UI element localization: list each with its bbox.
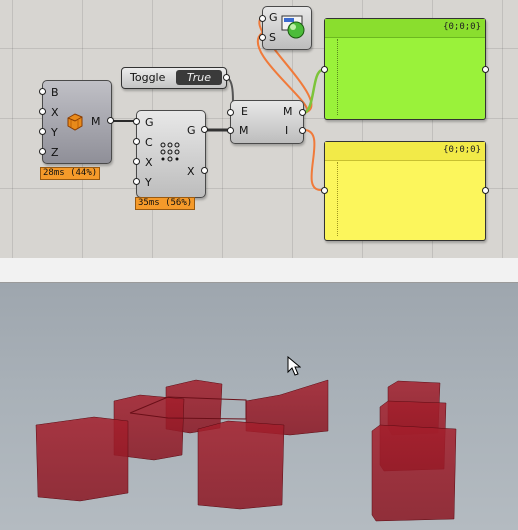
input-port-g[interactable] bbox=[133, 118, 140, 125]
populate-component[interactable]: G C X Y G X bbox=[133, 110, 208, 198]
preview-sphere-icon bbox=[281, 15, 305, 39]
toggle-value[interactable]: True bbox=[176, 70, 222, 85]
box-timing-badge: 28ms (44%) bbox=[40, 167, 101, 180]
output-port-x[interactable] bbox=[201, 167, 208, 174]
input-label-s: S bbox=[269, 31, 276, 44]
box-component[interactable]: B X Y Z M bbox=[39, 80, 114, 164]
input-label-c: C bbox=[145, 136, 153, 149]
input-label-m: M bbox=[239, 124, 249, 137]
boxes-scene bbox=[35, 379, 457, 522]
mouse-pointer-icon bbox=[287, 356, 301, 376]
output-port-i[interactable] bbox=[299, 127, 306, 134]
panel-top-header: {0;0;0} bbox=[443, 22, 481, 32]
panel-bottom-input-port[interactable] bbox=[321, 187, 328, 194]
wire-preview-s bbox=[258, 15, 313, 114]
input-port-y[interactable] bbox=[133, 178, 140, 185]
wire-cull-to-panel-bottom bbox=[303, 129, 323, 192]
input-port-x[interactable] bbox=[133, 158, 140, 165]
input-port-g[interactable] bbox=[259, 15, 266, 22]
input-port-b[interactable] bbox=[39, 88, 46, 95]
red-box bbox=[197, 420, 285, 510]
output-port-m[interactable] bbox=[107, 117, 114, 124]
input-port-c[interactable] bbox=[133, 138, 140, 145]
output-port-g[interactable] bbox=[201, 126, 208, 133]
wire-cull-to-panel-top bbox=[303, 68, 323, 115]
populate-dots-icon bbox=[160, 142, 180, 162]
output-label-x: X bbox=[187, 165, 195, 178]
input-port-e[interactable] bbox=[227, 109, 234, 116]
panel-bottom-output-port[interactable] bbox=[482, 187, 489, 194]
input-label-y: Y bbox=[51, 126, 58, 139]
input-label-g: G bbox=[269, 11, 278, 24]
box-icon bbox=[67, 113, 83, 131]
separator bbox=[0, 258, 518, 283]
red-box bbox=[35, 416, 129, 502]
panel-bottom[interactable]: {0;0;0} bbox=[321, 141, 489, 241]
boolean-toggle[interactable]: Toggle True bbox=[121, 67, 230, 89]
box-group-right bbox=[371, 380, 457, 522]
grasshopper-canvas[interactable]: B X Y Z M 28ms (44%) Toggle True G C X Y… bbox=[0, 0, 518, 258]
output-label-i: I bbox=[285, 124, 289, 137]
input-port-z[interactable] bbox=[39, 148, 46, 155]
panel-bottom-header: {0;0;0} bbox=[443, 145, 481, 155]
toggle-output-port[interactable] bbox=[223, 74, 230, 81]
wires bbox=[111, 15, 323, 192]
panel-top-output-port[interactable] bbox=[482, 66, 489, 73]
output-label-m: M bbox=[283, 105, 293, 118]
input-label-x: X bbox=[51, 106, 59, 119]
input-port-s[interactable] bbox=[259, 34, 266, 41]
input-label-z: Z bbox=[51, 146, 59, 159]
cull-component[interactable]: E M M I bbox=[227, 100, 306, 144]
rhino-viewport[interactable] bbox=[0, 283, 518, 530]
box-group-left bbox=[35, 379, 329, 510]
output-label-g: G bbox=[187, 124, 196, 137]
input-label-e: E bbox=[241, 105, 248, 118]
custom-preview-component[interactable]: G S bbox=[259, 6, 312, 50]
red-box bbox=[371, 424, 457, 522]
input-label-y: Y bbox=[145, 176, 152, 189]
output-label-m: M bbox=[91, 115, 101, 128]
input-label-x: X bbox=[145, 156, 153, 169]
toggle-label: Toggle bbox=[130, 71, 166, 84]
input-port-y[interactable] bbox=[39, 128, 46, 135]
input-label-b: B bbox=[51, 86, 59, 99]
output-port-m[interactable] bbox=[299, 109, 306, 116]
input-port-m[interactable] bbox=[227, 127, 234, 134]
input-label-g: G bbox=[145, 116, 154, 129]
panel-top[interactable]: {0;0;0} bbox=[321, 18, 489, 120]
input-port-x[interactable] bbox=[39, 108, 46, 115]
panel-top-input-port[interactable] bbox=[321, 66, 328, 73]
populate-timing-badge: 35ms (56%) bbox=[135, 197, 196, 210]
